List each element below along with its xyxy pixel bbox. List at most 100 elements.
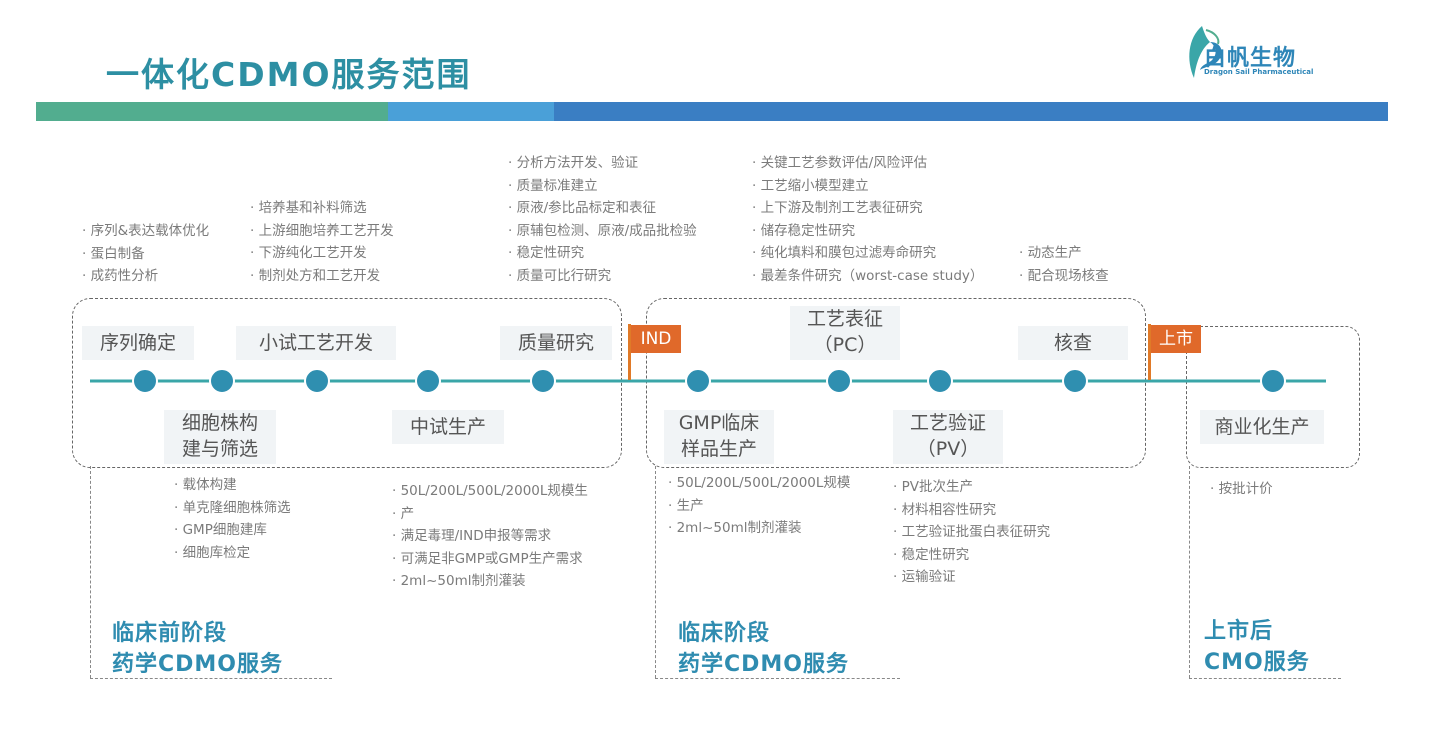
detail-item: 生产 — [668, 495, 850, 518]
detail-item: 储存稳定性研究 — [752, 220, 983, 243]
detail-item: 最差条件研究（worst-case study） — [752, 265, 984, 288]
detail-pilot: 50L/200L/500L/2000L规模生 产 满足毒理/IND申报等需求 可… — [392, 480, 588, 593]
timeline-node — [826, 368, 852, 394]
stage-label: 核查 — [1053, 332, 1092, 354]
detail-item: 纯化填料和膜包过滤寿命研究 — [752, 242, 983, 265]
timeline-node — [304, 368, 330, 394]
clinical-bracket-bottom — [655, 678, 900, 679]
stage-small: 小试工艺开发 — [236, 326, 396, 360]
detail-item: 质量可比行研究 — [508, 265, 697, 288]
detail-item: 关键工艺参数评估/风险评估 — [752, 152, 983, 175]
stage-commercial: 商业化生产 — [1200, 410, 1324, 444]
stage-label: 序列确定 — [99, 332, 176, 354]
timeline — [90, 368, 1326, 394]
timeline-node — [530, 368, 556, 394]
phase-preclinical: 临床前阶段 药学CDMO服务 — [112, 618, 283, 680]
preclinical-group-box — [72, 298, 622, 468]
post-market-group-box — [1186, 326, 1360, 468]
detail-item: 50L/200L/500L/2000L规模 — [668, 472, 851, 495]
detail-item: 细胞库检定 — [174, 542, 291, 565]
stage-seq: 序列确定 — [82, 326, 194, 360]
detail-item: 2ml~50ml制剂灌装 — [668, 517, 850, 540]
preclinical-bracket — [90, 466, 91, 678]
page-title: 一体化CDMO服务范围 — [106, 55, 472, 94]
stage-label: 建与筛选 — [181, 438, 258, 460]
detail-item: 2ml~50ml制剂灌装 — [392, 570, 588, 593]
detail-item: 培养基和补料筛选 — [250, 197, 394, 220]
phase-clinical: 临床阶段 药学CDMO服务 — [678, 618, 849, 680]
post-bracket — [1189, 466, 1190, 678]
detail-quality: 分析方法开发、验证 质量标准建立 原液/参比品标定和表征 原辅包检测、原液/成品… — [508, 152, 697, 287]
market-flag: 上市 — [1151, 325, 1201, 353]
stage-label: 商业化生产 — [1214, 416, 1310, 438]
detail-inspect: 动态生产 配合现场核查 — [1019, 242, 1109, 287]
detail-item: 上下游及制剂工艺表征研究 — [752, 197, 983, 220]
detail-item: 原辅包检测、原液/成品批检验 — [508, 220, 697, 243]
stage-quality: 质量研究 — [500, 326, 612, 360]
clinical-bracket — [655, 466, 656, 678]
preclinical-bracket-bottom — [90, 678, 332, 679]
detail-item: 50L/200L/500L/2000L规模生 — [392, 480, 588, 503]
stage-pv: 工艺验证 （PV） — [893, 410, 1003, 464]
detail-commercial: 按批计价 — [1210, 478, 1273, 501]
timeline-node — [415, 368, 441, 394]
detail-small: 培养基和补料筛选 上游细胞培养工艺开发 下游纯化工艺开发 制剂处方和工艺开发 — [250, 197, 394, 287]
detail-item: 原液/参比品标定和表征 — [508, 197, 697, 220]
detail-pv: PV批次生产 材料相容性研究 工艺验证批蛋白表征研究 稳定性研究 运输验证 — [893, 476, 1051, 589]
detail-item: 运输验证 — [893, 566, 1050, 589]
ind-flag-pole — [628, 324, 631, 380]
timeline-node — [685, 368, 711, 394]
detail-item: GMP细胞建库 — [174, 519, 291, 542]
phase-title: 临床前阶段 — [112, 621, 228, 646]
detail-item: 工艺验证批蛋白表征研究 — [893, 521, 1051, 544]
detail-item: 质量标准建立 — [508, 175, 697, 198]
stage-pc: 工艺表征 （PC） — [790, 306, 900, 360]
detail-item: 序列&表达载体优化 — [82, 220, 210, 243]
phase-title: 临床阶段 — [678, 621, 771, 646]
detail-item: 蛋白制备 — [82, 243, 209, 266]
detail-item: 制剂处方和工艺开发 — [250, 265, 394, 288]
stage-label: 质量研究 — [517, 332, 594, 354]
detail-cell: 载体构建 单克隆细胞株筛选 GMP细胞建库 细胞库检定 — [174, 474, 291, 564]
detail-item: 单克隆细胞株筛选 — [174, 497, 291, 520]
detail-item: 可满足非GMP或GMP生产需求 — [392, 548, 588, 571]
logo-name: 白帆生物 — [1204, 46, 1297, 71]
phase-title: 上市后 — [1204, 619, 1274, 644]
stage-cell: 细胞株构 建与筛选 — [164, 410, 276, 464]
detail-item: 下游纯化工艺开发 — [250, 242, 394, 265]
timeline-node — [1062, 368, 1088, 394]
detail-pc: 关键工艺参数评估/风险评估 工艺缩小模型建立 上下游及制剂工艺表征研究 储存稳定… — [752, 152, 984, 288]
phase-subtitle: CMO服务 — [1204, 650, 1310, 675]
dragon-sail-logo-icon — [1189, 26, 1222, 78]
detail-item: 成药性分析 — [82, 265, 209, 288]
detail-item: 载体构建 — [174, 474, 291, 497]
stage-label: 工艺验证 — [909, 412, 986, 434]
stage-pilot: 中试生产 — [392, 410, 504, 444]
stage-label: 中试生产 — [409, 416, 486, 438]
timeline-node — [1260, 368, 1286, 394]
phase-post: 上市后 CMO服务 — [1204, 616, 1310, 678]
detail-item: 稳定性研究 — [508, 242, 697, 265]
stage-label: 工艺表征 — [806, 308, 883, 330]
detail-item: 工艺缩小模型建立 — [752, 175, 983, 198]
logo-english: Dragon Sail Pharmaceutical — [1204, 68, 1314, 76]
timeline-node — [209, 368, 235, 394]
stage-gmp: GMP临床 样品生产 — [664, 410, 774, 464]
stage-label: （PV） — [916, 438, 980, 460]
detail-item: 动态生产 — [1019, 242, 1109, 265]
header-color-bar — [36, 102, 1388, 121]
detail-item: PV批次生产 — [893, 476, 1050, 499]
stage-label: 小试工艺开发 — [258, 332, 373, 354]
detail-gmp: 50L/200L/500L/2000L规模 生产 2ml~50ml制剂灌装 — [668, 472, 851, 540]
detail-seq: 序列&表达载体优化 蛋白制备 成药性分析 — [82, 220, 210, 288]
detail-item: 稳定性研究 — [893, 544, 1050, 567]
detail-item: 产 — [392, 503, 588, 526]
post-bracket-bottom — [1189, 678, 1341, 679]
detail-item: 满足毒理/IND申报等需求 — [392, 525, 588, 548]
stage-label: （PC） — [813, 334, 877, 356]
detail-item: 上游细胞培养工艺开发 — [250, 220, 394, 243]
ind-flag: IND — [631, 325, 681, 353]
market-flag-pole — [1148, 324, 1151, 380]
stage-label: 细胞株构 — [181, 412, 258, 434]
detail-item: 材料相容性研究 — [893, 499, 1050, 522]
